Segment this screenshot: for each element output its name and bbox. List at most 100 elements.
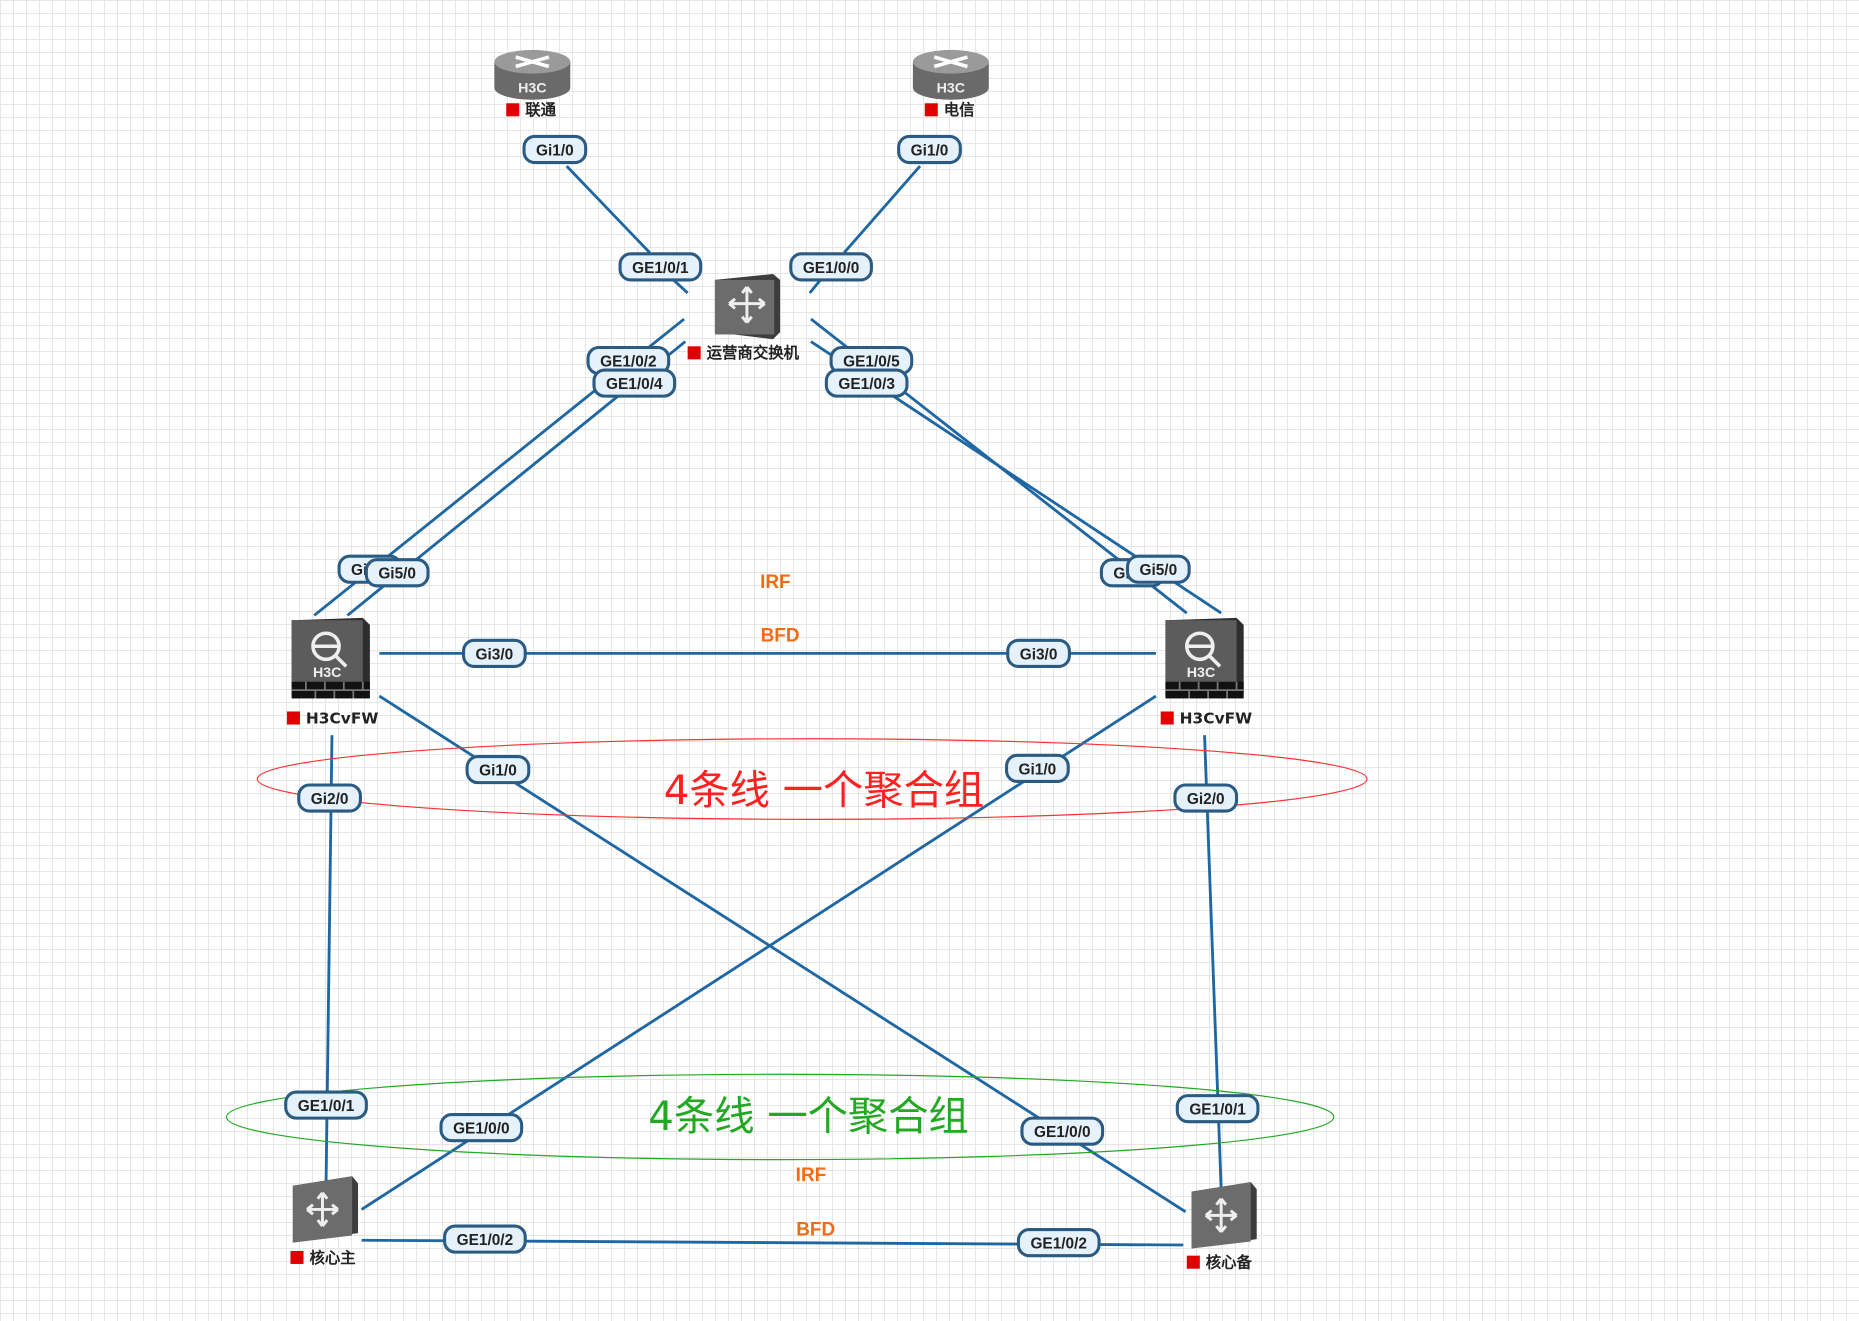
port-label: GE1/0/2 — [1016, 1228, 1101, 1258]
port-label-text: Gi1/0 — [911, 142, 949, 159]
aggregation-note-top: 4条线 一个聚合组 — [664, 767, 985, 814]
port-label-text: Gi1/0 — [1019, 761, 1057, 778]
port-label-text: Gi2/0 — [311, 791, 349, 808]
device-label: H3CvFW — [306, 709, 378, 727]
port-label: GE1/0/1 — [284, 1090, 368, 1120]
status-marker — [1160, 711, 1174, 725]
svg-text:H3C: H3C — [313, 665, 341, 681]
port-label: GE1/0/0 — [439, 1113, 524, 1143]
port-label: GE1/0/2 — [586, 345, 671, 376]
switch-icon — [714, 273, 781, 340]
port-label: GE1/0/0 — [789, 252, 873, 282]
firewall-icon: H3C — [1165, 617, 1244, 699]
aggregation-note-bottom: 4条线 一个聚合组 — [648, 1093, 969, 1140]
port-label-bg — [789, 252, 873, 282]
port-label: Gi3/0 — [1006, 638, 1071, 668]
bfd-label-top: BFD — [761, 626, 800, 647]
port-label-bg — [897, 134, 962, 165]
port-label: Gi1/0 — [522, 134, 588, 165]
svg-text:H3C: H3C — [937, 81, 965, 97]
port-label-text: Gi5/0 — [378, 566, 416, 583]
svg-text:H3C: H3C — [1187, 665, 1215, 681]
aggregation-group-bottom-ellipse — [225, 1073, 1335, 1161]
port-label-text: GE1/0/1 — [298, 1098, 355, 1115]
port-label-bg — [1125, 554, 1191, 584]
router-unicom[interactable]: H3C 联通 — [494, 49, 571, 119]
port-label: Gi5/0 — [364, 558, 430, 588]
port-label-text: GE1/0/2 — [600, 353, 657, 370]
router-icon: H3C — [494, 49, 571, 100]
router-telecom[interactable]: H3C 电信 — [912, 49, 989, 119]
port-label-bg — [439, 1113, 524, 1143]
switch-icon — [1191, 1182, 1257, 1249]
port-label-bg — [1020, 1116, 1105, 1146]
link-telecom-switch — [843, 165, 922, 254]
port-label-text: Gi3/0 — [476, 646, 514, 663]
firewall-left[interactable]: H3C H3CvFW — [286, 617, 378, 728]
port-label-bg — [618, 252, 703, 282]
port-label-bg — [1006, 638, 1071, 668]
port-label: Gi3/0 — [462, 638, 527, 668]
port-label-bg — [592, 368, 677, 398]
port-label-text: GE1/0/1 — [632, 260, 689, 277]
port-label-bg — [297, 783, 362, 813]
port-label-text: GE1/0/2 — [457, 1232, 514, 1249]
link-telecom-switch-end — [808, 279, 822, 294]
port-label-bg — [522, 134, 588, 165]
port-label: Gi2/0 — [297, 783, 362, 813]
port-label-text: Gi1/0 — [479, 763, 517, 780]
port-label-text: Gi1/0 — [536, 142, 574, 159]
port-label: GE1/0/1 — [618, 252, 703, 282]
port-label-bg — [284, 1090, 368, 1120]
status-marker — [687, 346, 701, 360]
port-label-text: GE1/0/0 — [803, 260, 860, 277]
link-unicom-switch-end — [672, 278, 689, 295]
device-label: 核心备 — [1206, 1253, 1253, 1272]
port-label: GE1/0/4 — [592, 368, 677, 398]
port-label-bg — [1005, 753, 1070, 783]
port-label-text: Gi3/0 — [1020, 646, 1058, 663]
router-icon: H3C — [912, 49, 989, 100]
status-marker — [924, 103, 938, 117]
switch-icon — [292, 1176, 359, 1243]
status-marker — [506, 103, 520, 117]
port-label-text: GE1/0/1 — [1189, 1102, 1246, 1119]
core-switch-backup[interactable]: 核心备 — [1186, 1182, 1257, 1272]
device-label: H3CvFW — [1180, 709, 1252, 727]
port-label: Gi1/0 — [897, 134, 962, 165]
port-label: GE1/0/5 — [829, 345, 914, 376]
port-label-text: GE1/0/0 — [1034, 1124, 1091, 1141]
port-label-text: Gi2/0 — [1187, 791, 1225, 808]
svg-text:H3C: H3C — [518, 81, 546, 97]
port-label-bg — [465, 754, 531, 785]
firewall-right[interactable]: H3C H3CvFW — [1160, 617, 1252, 728]
firewall-icon: H3C — [291, 617, 370, 699]
irf-label-top: IRF — [760, 572, 791, 593]
device-label: 运营商交换机 — [707, 343, 800, 362]
port-label: GE1/0/0 — [1020, 1116, 1105, 1146]
device-label: 电信 — [944, 100, 975, 119]
port-label-text: GE1/0/5 — [843, 353, 900, 370]
device-label: 核心主 — [309, 1248, 355, 1267]
port-label-bg — [462, 638, 527, 668]
port-label-bg — [364, 558, 430, 588]
port-label-text: GE1/0/2 — [1030, 1236, 1087, 1253]
port-label: GE1/0/1 — [1175, 1094, 1260, 1124]
port-label: GE1/0/3 — [824, 368, 909, 398]
core-switch-main[interactable]: 核心主 — [290, 1176, 359, 1267]
link-unicom-switch — [565, 165, 651, 254]
bfd-label-bottom: BFD — [796, 1220, 835, 1241]
port-label: Gi2/0 — [1173, 783, 1239, 813]
port-label-text: GE1/0/3 — [838, 376, 895, 393]
port-label-text: GE1/0/0 — [453, 1121, 510, 1138]
port-label: Gi1/0 — [1005, 753, 1070, 783]
port-label: Gi1/0 — [465, 754, 531, 785]
irf-label-bottom: IRF — [796, 1165, 827, 1186]
aggregation-group-top-ellipse — [256, 738, 1368, 820]
device-label: 联通 — [525, 101, 556, 119]
isp-switch[interactable]: 运营商交换机 — [687, 273, 800, 362]
port-label: GE1/0/2 — [443, 1224, 527, 1254]
